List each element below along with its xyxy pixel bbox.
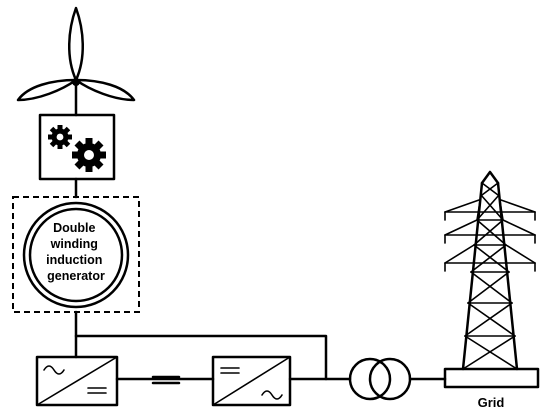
transformer-icon xyxy=(348,357,412,401)
transmission-tower-icon xyxy=(443,170,540,389)
wind-turbine-icon xyxy=(16,6,136,117)
generator-label-line-4: generator xyxy=(47,269,105,283)
generator-label-line-2: winding xyxy=(50,237,98,251)
dc-ac-inverter xyxy=(211,355,292,407)
induction-generator: Double winding induction generator xyxy=(22,201,130,309)
gearbox xyxy=(38,113,116,181)
grid-label: Grid xyxy=(478,395,505,410)
gearbox-gears-icon xyxy=(48,125,106,172)
svg-text:Double winding ind: Double winding induction generator xyxy=(46,221,106,283)
ac-dc-converter xyxy=(35,355,119,407)
dc-link-capacitor xyxy=(151,375,181,385)
wiring xyxy=(74,310,447,381)
generator-label-line-3: induction xyxy=(46,253,102,267)
generator-label-line-1: Double xyxy=(53,221,95,235)
